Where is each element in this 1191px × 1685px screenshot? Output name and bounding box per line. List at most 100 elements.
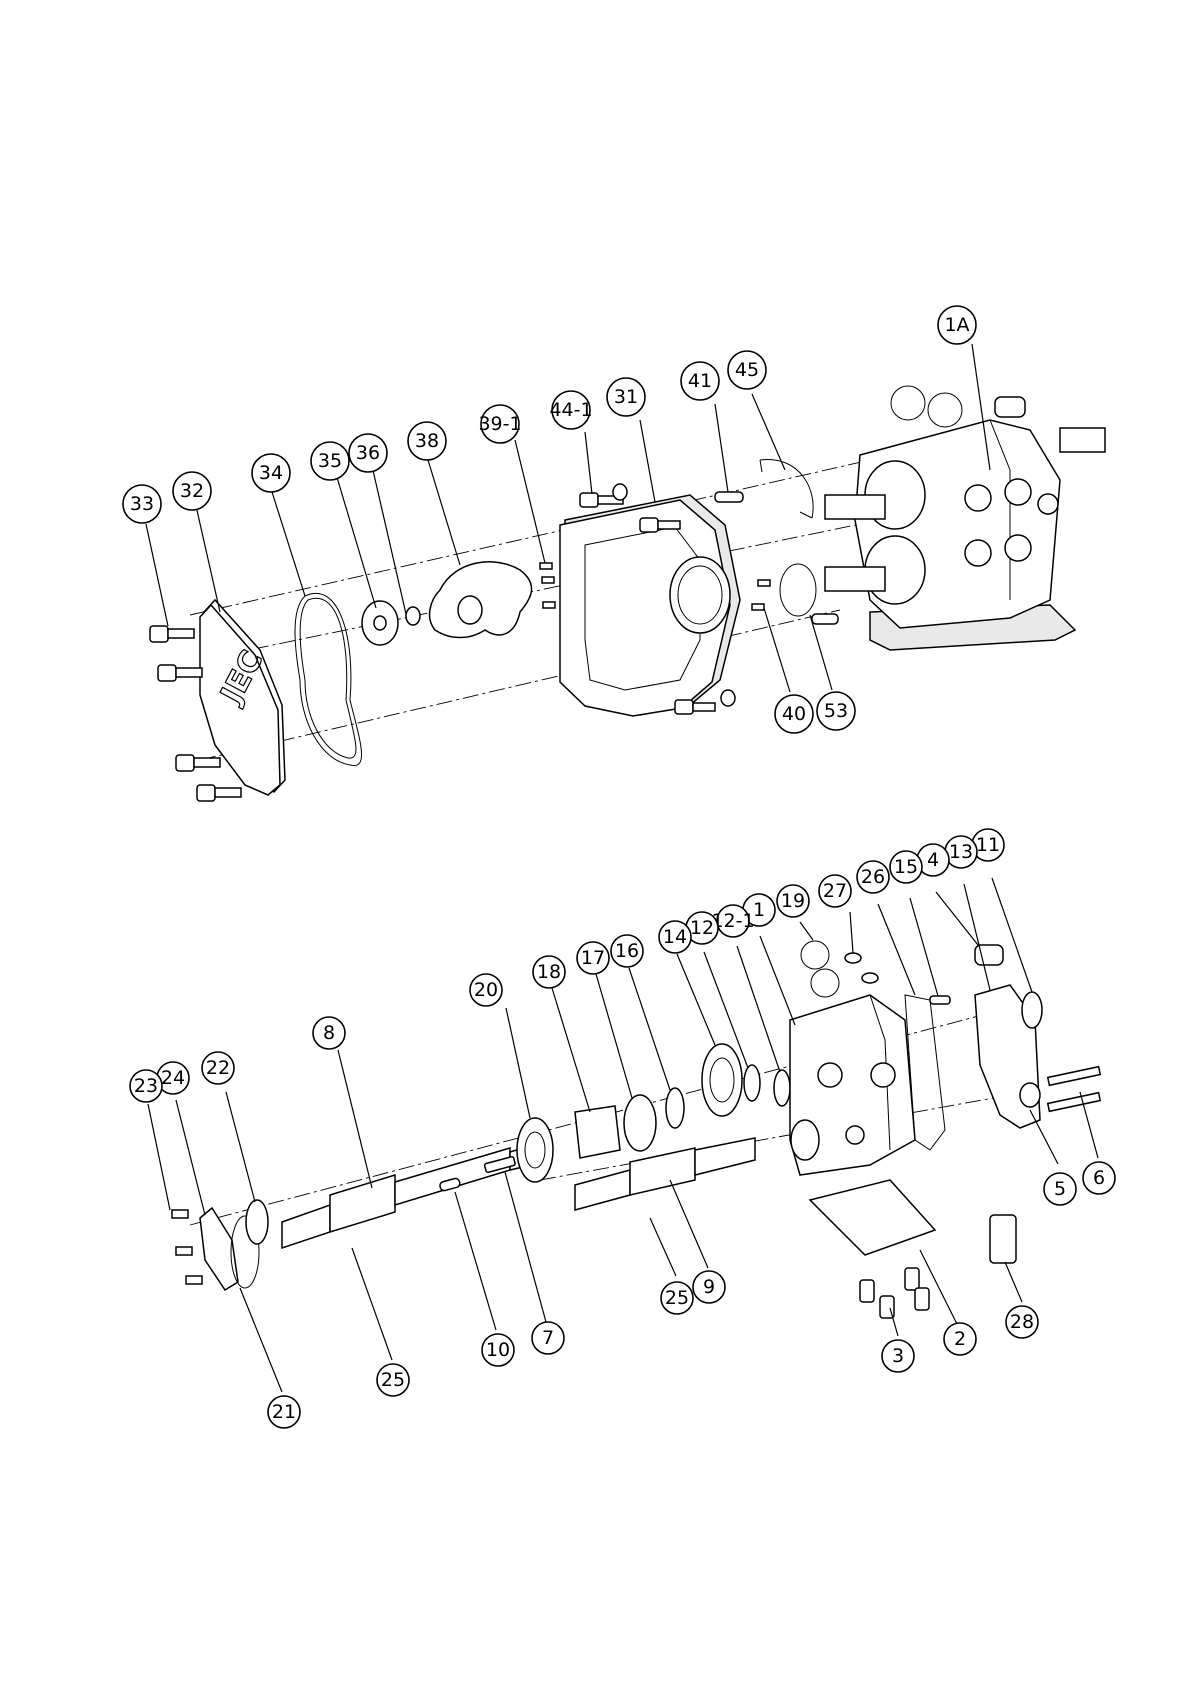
tapered-bearing [624,1095,656,1151]
casing-bolt-head [580,493,598,507]
driven-shaft-splined [825,567,885,591]
svg-text:1: 1 [753,899,765,921]
balloon-14: 14 [659,921,691,953]
shaft-o-ring [780,564,816,616]
svg-text:3: 3 [892,1345,904,1367]
svg-text:1A: 1A [944,314,969,336]
rotor-bore [458,596,482,624]
balloon-18: 18 [533,956,565,988]
svg-text:39-1: 39-1 [478,413,521,435]
lifting-eye [928,393,962,427]
svg-text:28: 28 [1010,1311,1034,1333]
balloon-25-right: 25 [661,1282,693,1314]
svg-text:40: 40 [782,703,806,725]
lifting-eye [801,941,829,969]
casing-washer [613,484,627,500]
plug [845,953,861,963]
svg-text:5: 5 [1054,1178,1066,1200]
end-cap [172,1208,238,1290]
svg-text:2: 2 [954,1328,966,1350]
svg-text:26: 26 [861,866,885,888]
cover-screw-head [150,626,168,642]
cover-screw-shank [194,758,220,767]
svg-text:9: 9 [703,1276,715,1298]
foot-screw [860,1280,874,1302]
svg-text:27: 27 [823,880,847,902]
retaining-ring [760,460,813,518]
cover-screw-head [176,755,194,771]
svg-text:19: 19 [781,890,805,912]
balloon-26: 26 [857,861,889,893]
svg-text:6: 6 [1093,1167,1105,1189]
casing-port [670,557,730,633]
cover-screw-shank [176,668,202,677]
dowel-pin [540,563,552,569]
svg-text:38: 38 [415,430,439,452]
cap-screw [176,1247,192,1255]
housing-bore [791,1120,819,1160]
lifting-eye [811,969,839,997]
timing-gear [702,1044,742,1116]
pump-casing [560,484,740,716]
balloon-15: 15 [890,851,922,883]
plug [965,540,991,566]
svg-text:13: 13 [949,841,973,863]
balloon-36: 36 [349,434,387,472]
plug [965,485,991,511]
small-pin [758,580,770,586]
svg-text:21: 21 [272,1401,296,1423]
cap-screw [186,1276,202,1284]
svg-text:18: 18 [537,961,561,983]
svg-text:7: 7 [542,1327,554,1349]
balloon-6: 6 [1083,1162,1115,1194]
gear-ring [774,1070,790,1106]
svg-text:53: 53 [824,700,848,722]
bearing-spacer [575,1106,620,1158]
balloon-3: 3 [882,1340,914,1372]
cover-screw-head [197,785,215,801]
svg-text:12: 12 [690,917,714,939]
balloon-25-left: 25 [377,1364,409,1396]
balloon-21: 21 [268,1396,300,1428]
dowel-pin [543,602,555,608]
housing-port [818,1063,842,1087]
svg-text:14: 14 [663,926,687,948]
balloon-17: 17 [577,942,609,974]
balloon-22: 22 [202,1052,234,1084]
casing-bolt-head [675,700,693,714]
svg-text:15: 15 [894,856,918,878]
svg-text:10: 10 [486,1339,510,1361]
balloon-40: 40 [775,695,813,733]
svg-text:25: 25 [665,1287,689,1309]
lifting-eye [891,386,925,420]
svg-text:8: 8 [323,1022,335,1044]
svg-text:45: 45 [735,359,759,381]
balloon-31: 31 [607,378,645,416]
plug [1005,535,1031,561]
balloon-41: 41 [681,362,719,400]
svg-text:31: 31 [614,386,638,408]
cover-screw-shank [168,629,194,638]
foot-screw [915,1288,929,1310]
balloon-2: 2 [944,1323,976,1355]
cover-screw-shank [215,788,241,797]
svg-text:22: 22 [206,1057,230,1079]
svg-text:33: 33 [130,493,154,515]
cover-o-ring [295,593,362,765]
balloon-53: 53 [817,692,855,730]
balloon-16: 16 [611,935,643,967]
svg-text:36: 36 [356,442,380,464]
svg-text:20: 20 [474,979,498,1001]
balloon-7: 7 [532,1322,564,1354]
gear-ring [744,1065,760,1101]
end-plate-screw [1048,1093,1101,1112]
balloon-20: 20 [470,974,502,1006]
svg-text:16: 16 [615,940,639,962]
plug [1005,479,1031,505]
rotor-washer [406,607,420,625]
mounting-foot [810,1180,935,1255]
casing-bolt-shank [658,521,680,529]
housing-port [871,1063,895,1087]
lobe-rotor [430,562,532,638]
svg-text:24: 24 [161,1067,185,1089]
